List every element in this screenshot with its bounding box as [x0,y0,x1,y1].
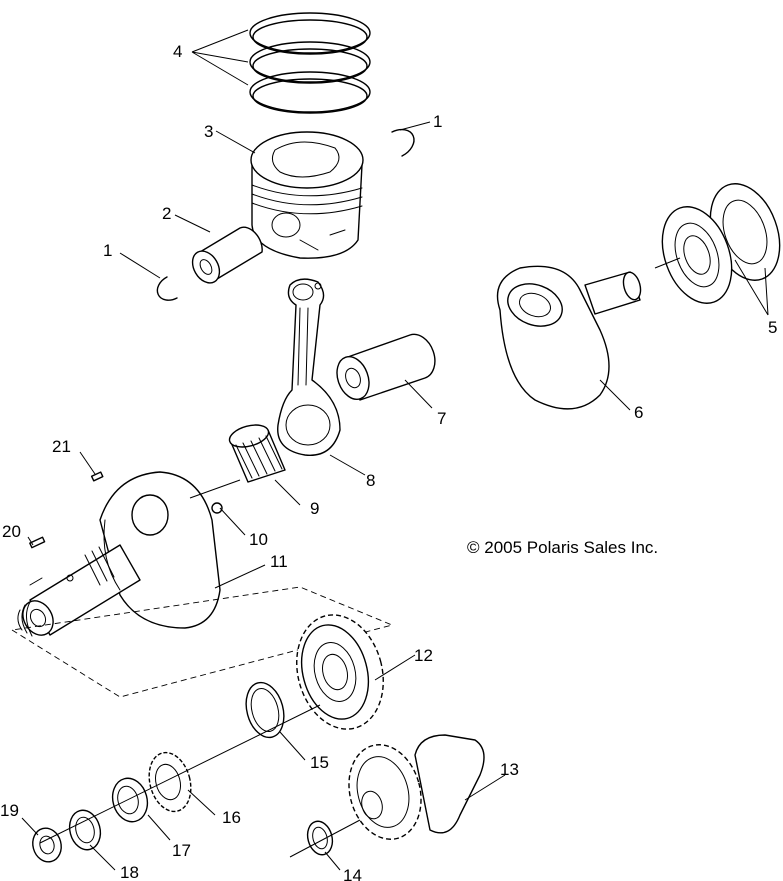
wrist-pin [191,226,263,284]
callout-5: 5 [768,318,777,337]
callout-21: 21 [52,437,71,456]
balance-shaft [348,734,485,840]
keys [29,471,104,549]
callout-9: 9 [310,499,319,518]
callout-4: 4 [173,42,182,61]
washer-15 [245,681,285,739]
leader-lines [21,29,769,871]
callout-2: 2 [162,204,171,223]
callout-15: 15 [310,753,329,772]
copyright-notice: © 2005 Polaris Sales Inc. [467,538,658,557]
circlips [156,128,415,301]
gear-16 [148,751,192,813]
drive-gear [296,614,384,730]
callout-14: 14 [343,866,362,881]
crank-half-right [496,265,642,410]
needle-bearing [228,424,286,483]
washer-18 [68,809,102,851]
callout-8: 8 [366,471,375,490]
callout-19: 19 [0,801,19,820]
callout-1-left: 1 [103,241,112,260]
piston [250,131,364,259]
crank-pin [336,333,436,401]
callout-1-right: 1 [433,112,442,131]
callout-7: 7 [437,409,446,428]
piston-rings [249,12,371,114]
callout-labels: 1 1 2 3 4 5 6 7 8 9 10 11 12 13 14 15 16… [0,42,777,881]
crankshaft [17,471,221,637]
callout-11: 11 [270,552,288,571]
callout-13: 13 [500,760,519,779]
callout-6: 6 [634,403,643,422]
connecting-rod [277,278,341,456]
washer-14 [306,820,334,856]
callout-10: 10 [249,530,268,549]
ball [211,502,223,514]
callout-16: 16 [222,808,241,827]
callout-3: 3 [204,122,213,141]
callout-17: 17 [172,841,191,860]
centre-lines [39,257,681,858]
callout-20: 20 [2,522,21,541]
assembly-outline [10,586,394,698]
nut-17 [111,777,149,823]
callout-12: 12 [414,646,433,665]
main-bearings [661,183,781,304]
callout-18: 18 [120,863,139,881]
